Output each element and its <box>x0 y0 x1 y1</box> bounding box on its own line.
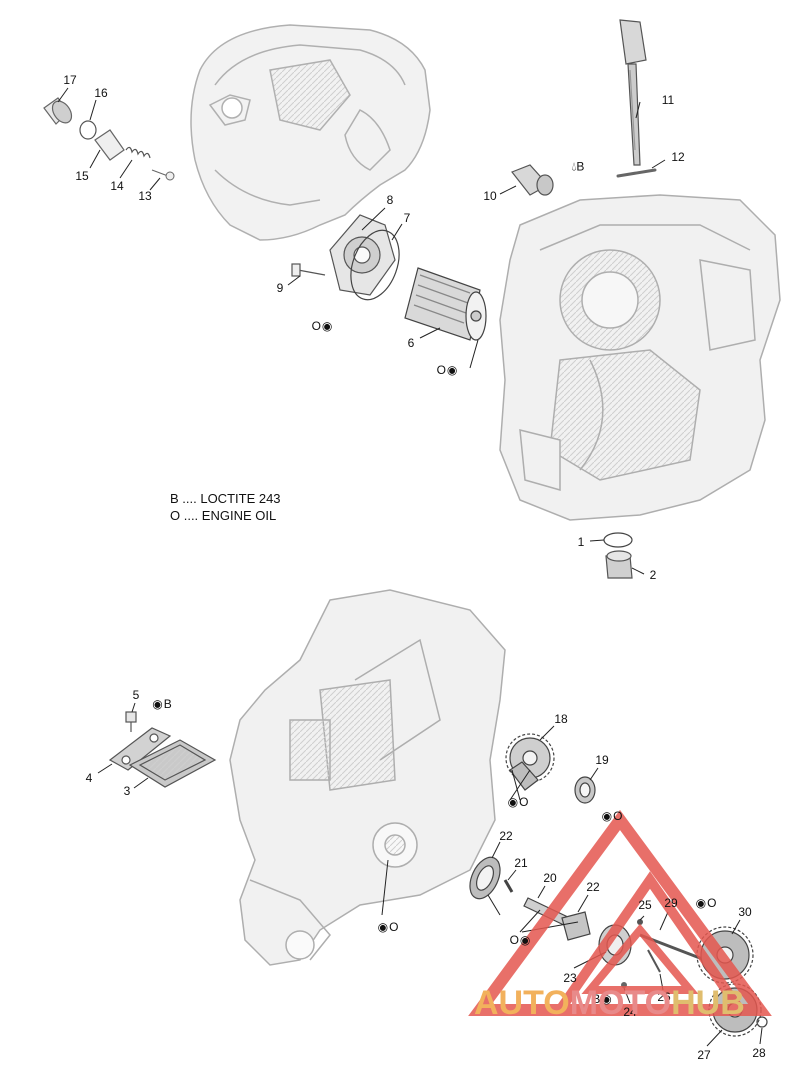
callout-22-lower: 22 <box>586 880 600 894</box>
oil-marker-18: ◉ O <box>507 795 529 809</box>
housing-22 <box>469 856 501 900</box>
oil-marker-22: O ◉ <box>509 933 531 947</box>
watermark-logo <box>468 809 772 1016</box>
seal-19 <box>574 776 596 804</box>
oil-marker-6: O ◉ <box>436 363 458 377</box>
screw-13 <box>151 169 175 181</box>
pump-body-22 <box>561 911 591 941</box>
callout-21: 21 <box>514 856 528 870</box>
seal-12 <box>616 168 657 178</box>
lower-crankcase-drawing <box>229 589 506 966</box>
callout-13: 13 <box>138 189 152 203</box>
o-ring-1 <box>603 532 633 548</box>
gear-18 <box>505 733 555 791</box>
callout-28: 28 <box>752 1046 766 1060</box>
callout-25: 25 <box>638 898 652 912</box>
callout-3: 3 <box>123 784 131 798</box>
spring-26 <box>647 949 661 973</box>
legend-engine-oil: O .... ENGINE OIL <box>170 508 277 523</box>
callout-6: 6 <box>407 336 415 350</box>
callout-20: 20 <box>543 871 557 885</box>
plug-17 <box>43 97 73 125</box>
callout-27: 27 <box>697 1048 711 1062</box>
spring-14 <box>125 146 151 159</box>
callout-30: 30 <box>738 905 752 919</box>
pin-21 <box>503 879 514 893</box>
callout-26: 26 <box>657 990 671 1004</box>
fitting-10 <box>511 164 554 196</box>
callout-10: 10 <box>483 189 497 203</box>
screen-3 <box>128 739 217 788</box>
loctite-marker-24: B ◉ <box>592 992 612 1006</box>
callout-11: 11 <box>661 93 675 107</box>
callout-19: 19 <box>595 753 609 767</box>
callout-15: 15 <box>75 169 89 183</box>
callout-22-upper: 22 <box>499 829 513 843</box>
callout-4: 4 <box>85 771 93 785</box>
callout-18: 18 <box>554 712 568 726</box>
filter-cover-8 <box>329 214 396 296</box>
dipstick-11 <box>619 19 647 166</box>
oil-filter-6 <box>404 267 487 341</box>
watermark-text: AUTOMOTOHUB <box>474 984 745 1022</box>
callout-29: 29 <box>664 896 678 910</box>
callout-14: 14 <box>110 179 124 193</box>
callout-1: 1 <box>577 535 585 549</box>
crankcase-cover-drawing <box>190 24 431 241</box>
oil-marker-8: O ◉ <box>311 319 333 333</box>
callout-7: 7 <box>403 211 411 225</box>
crankcase-drawing <box>499 194 781 521</box>
loctite-marker-5: ◉ B <box>152 697 172 711</box>
callout-8: 8 <box>386 193 394 207</box>
callout-12: 12 <box>671 150 685 164</box>
o-ring-16 <box>79 120 97 140</box>
loctite-marker-10: 💧︎B <box>571 159 585 174</box>
retainer-4 <box>108 727 172 771</box>
oil-marker-29: ◉ O <box>695 896 717 910</box>
screw-9 <box>291 263 326 277</box>
callout-9: 9 <box>276 281 284 295</box>
pin-25 <box>637 919 643 925</box>
oil-marker-19: ◉ O <box>601 809 623 823</box>
screw-5 <box>125 711 137 732</box>
valve-15 <box>94 129 125 161</box>
callout-17: 17 <box>63 73 77 87</box>
o-ring-7 <box>350 229 400 301</box>
oil-marker-crankcase: ◉ O <box>377 920 399 934</box>
clip-28 <box>756 1016 768 1028</box>
callout-24: 24 <box>623 1005 637 1019</box>
callout-23: 23 <box>563 971 577 985</box>
legend: B .... LOCTITE 243 O .... ENGINE OIL <box>170 490 281 524</box>
callout-16: 16 <box>94 86 108 100</box>
legend-loctite: B .... LOCTITE 243 <box>170 491 281 506</box>
callout-5: 5 <box>132 688 140 702</box>
plug-2 <box>605 550 633 579</box>
callout-2: 2 <box>649 568 657 582</box>
